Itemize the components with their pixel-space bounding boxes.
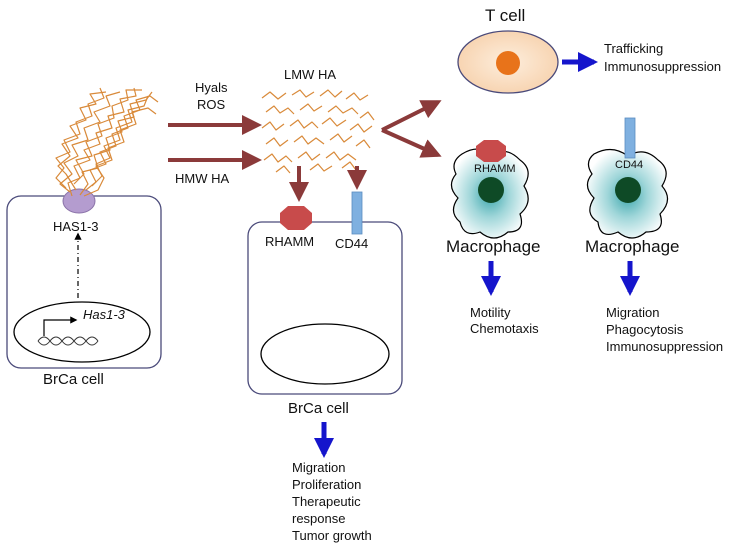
label-hyals: Hyals <box>195 80 228 95</box>
brca-outcome-3: Therapeutic <box>292 494 361 509</box>
rhamm-receptor-mac <box>476 140 506 162</box>
mac2-outcome-3: Immunosuppression <box>606 339 724 354</box>
mac2-outcome-2: Phagocytosis <box>606 322 684 337</box>
label-lmw-ha: LMW HA <box>284 67 336 82</box>
label-rhamm-mac: RHAMM <box>474 163 516 175</box>
label-ros: ROS <box>197 97 226 112</box>
mac1-outcome-2: Chemotaxis <box>470 321 539 336</box>
label-cd44-mac: CD44 <box>615 159 644 171</box>
mac2-outcome-1: Migration <box>606 305 660 320</box>
branch-arrow-tcell <box>381 100 442 132</box>
label-has-gene: Has1-3 <box>83 307 125 322</box>
brca-outcome-1: Migration <box>292 460 346 475</box>
cd44-receptor-mid <box>351 191 363 235</box>
label-hmw-ha: HMW HA <box>175 171 230 186</box>
brca-outcome-4: response <box>292 511 346 526</box>
tcell-outcome-1: Trafficking <box>604 41 664 56</box>
macrophage-nucleus-2 <box>615 177 641 203</box>
brca-outcome-5: Tumor growth <box>292 528 372 543</box>
label-macrophage-2: Macrophage <box>585 237 680 256</box>
label-t-cell: T cell <box>485 6 526 25</box>
mac1-outcome-1: Motility <box>470 305 511 320</box>
hmw-ha-strands <box>55 87 159 197</box>
nucleus-mid <box>260 323 390 385</box>
brca-outcome-2: Proliferation <box>292 477 362 492</box>
has-enzyme <box>62 188 96 214</box>
label-macrophage-1: Macrophage <box>446 237 541 256</box>
branch-arrow-macrophage <box>381 128 442 158</box>
label-rhamm-mid: RHAMM <box>265 234 315 249</box>
label-brca-mid: BrCa cell <box>288 400 349 417</box>
gene-arrow-icon <box>43 316 78 336</box>
label-has-protein: HAS1-3 <box>53 219 99 234</box>
rhamm-receptor-mid <box>280 206 312 230</box>
dna-icon <box>37 336 99 346</box>
macrophage-nucleus-1 <box>478 177 504 203</box>
cd44-receptor-mac <box>624 117 636 159</box>
lmw-ha-fragments <box>261 89 375 174</box>
label-brca-left: BrCa cell <box>43 371 104 388</box>
nucleus-left <box>13 301 151 363</box>
label-cd44-mid: CD44 <box>335 236 369 251</box>
tcell-outcome-2: Immunosuppression <box>604 59 722 74</box>
t-cell-nucleus <box>496 51 520 75</box>
